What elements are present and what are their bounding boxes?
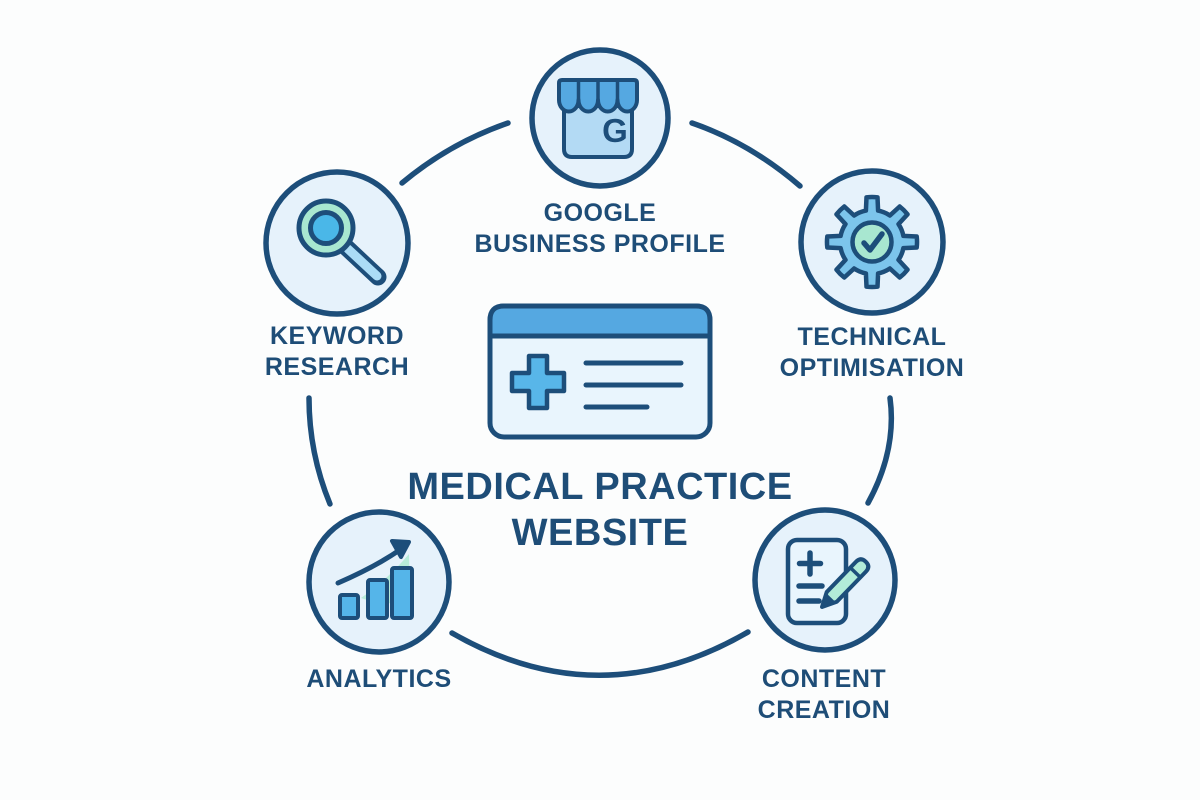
bar-chart-growth-icon <box>335 539 414 620</box>
magnifier-handle <box>343 244 382 281</box>
label-technical-optimisation: TECHNICAL OPTIMISATION <box>780 322 965 384</box>
magnifier-icon <box>296 198 387 286</box>
title-line: WEBSITE <box>511 512 689 554</box>
gear-center <box>850 220 894 264</box>
website-text-lines <box>583 360 684 410</box>
awning-dividers <box>576 80 620 99</box>
label-line: OPTIMISATION <box>779 354 965 382</box>
label-content-creation: CONTENT CREATION <box>758 664 891 726</box>
ring-arc-content-to-analytics <box>449 629 751 678</box>
label-google-business-profile: GOOGLE BUSINESS PROFILE <box>474 198 725 260</box>
label-line: ANALYTICS <box>306 665 452 693</box>
title-line: MEDICAL PRACTICE <box>407 466 793 508</box>
ring-arc-google-to-technical <box>689 120 803 189</box>
website-card-icon <box>487 303 713 440</box>
pencil-tip <box>822 593 836 607</box>
label-line: BUSINESS PROFILE <box>474 230 726 258</box>
label-line: TECHNICAL <box>797 323 947 351</box>
connector-ring <box>306 120 895 678</box>
storefront-body <box>562 104 634 159</box>
google-monogram: G <box>602 112 628 149</box>
magnifier-lens <box>308 210 344 246</box>
ring-arc-analytics-to-keyword <box>306 395 333 507</box>
pencil-band <box>849 566 862 579</box>
medical-cross-icon <box>509 353 567 411</box>
check-icon <box>861 231 885 253</box>
card-header-bar <box>487 303 713 339</box>
label-line: KEYWORD <box>269 322 405 350</box>
arrow-head-icon <box>390 539 411 559</box>
label-keyword-research: KEYWORD RESEARCH <box>265 321 409 383</box>
ring-arc-keyword-to-google <box>399 120 511 186</box>
label-analytics: ANALYTICS <box>306 664 451 695</box>
label-line: GOOGLE <box>543 199 657 227</box>
gear-check-icon <box>824 194 920 290</box>
ring-arc-technical-to-content <box>865 395 895 506</box>
document-pencil-icon <box>785 537 871 626</box>
document-marks <box>796 550 825 604</box>
storefront-google-icon: G <box>557 78 639 159</box>
label-line: CONTENT <box>761 665 887 693</box>
label-line: CREATION <box>757 696 891 724</box>
chart-bars <box>338 566 414 620</box>
diagram-title: MEDICAL PRACTICE WEBSITE <box>407 464 792 556</box>
label-line: RESEARCH <box>264 353 410 381</box>
